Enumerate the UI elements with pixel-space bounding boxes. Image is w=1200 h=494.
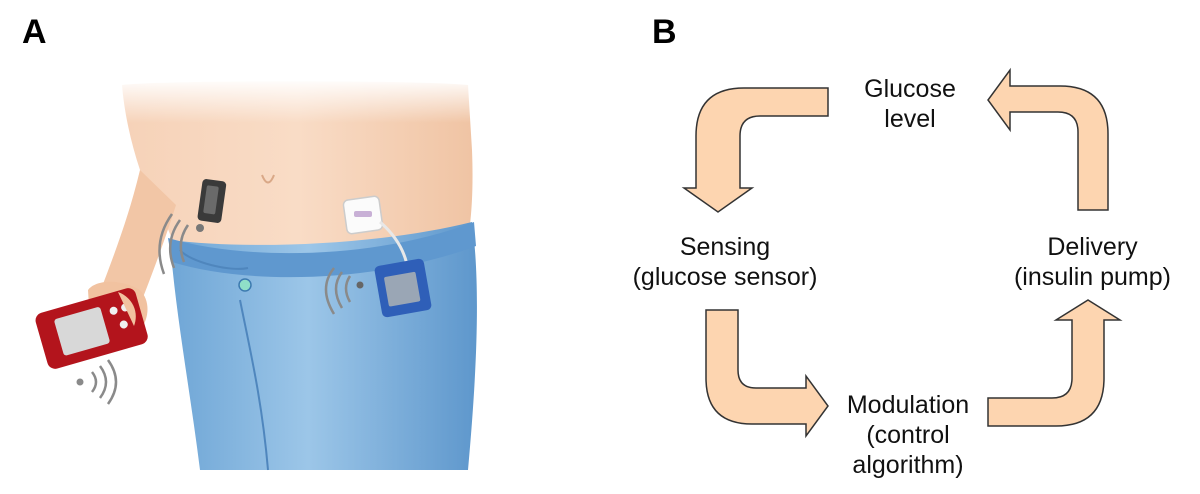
node-glucose-line1: Glucose [864,75,956,103]
cycle-arrows [681,67,1123,439]
panel-label-a: A [22,13,47,51]
illustration-panel [0,0,600,489]
handheld-controller-device [35,288,148,369]
node-sensing-line2: (glucose sensor) [632,263,818,291]
node-delivery-line1: Delivery [1047,233,1138,261]
panel-label-b: B [652,13,677,51]
node-modulation-line1: Modulation [846,391,970,419]
node-modulation: Modulation (control algorithm) [838,390,978,480]
insulin-pump-device [356,258,432,318]
node-glucose-line2: level [884,105,936,133]
node-glucose-level: Glucose level [840,74,980,134]
node-delivery-line2: (insulin pump) [1013,263,1171,291]
arrow-modulation-to-delivery [987,299,1123,427]
node-sensing-line1: Sensing [679,233,771,261]
arrow-glucose-to-sensing [681,87,829,213]
arrow-delivery-to-glucose [987,67,1109,211]
body-illustration [35,78,480,489]
node-delivery: Delivery (insulin pump) [1000,232,1185,292]
node-modulation-line2: (control [866,421,950,449]
jeans [168,222,477,489]
wireless-signal-icons [76,213,352,405]
node-modulation-line3: algorithm) [852,451,964,479]
node-sensing: Sensing (glucose sensor) [620,232,830,292]
glucose-sensor-device [196,179,227,232]
arrow-sensing-to-modulation [705,309,829,439]
cycle-diagram-panel: Glucose level Sensing (glucose sensor) D… [600,0,1200,489]
